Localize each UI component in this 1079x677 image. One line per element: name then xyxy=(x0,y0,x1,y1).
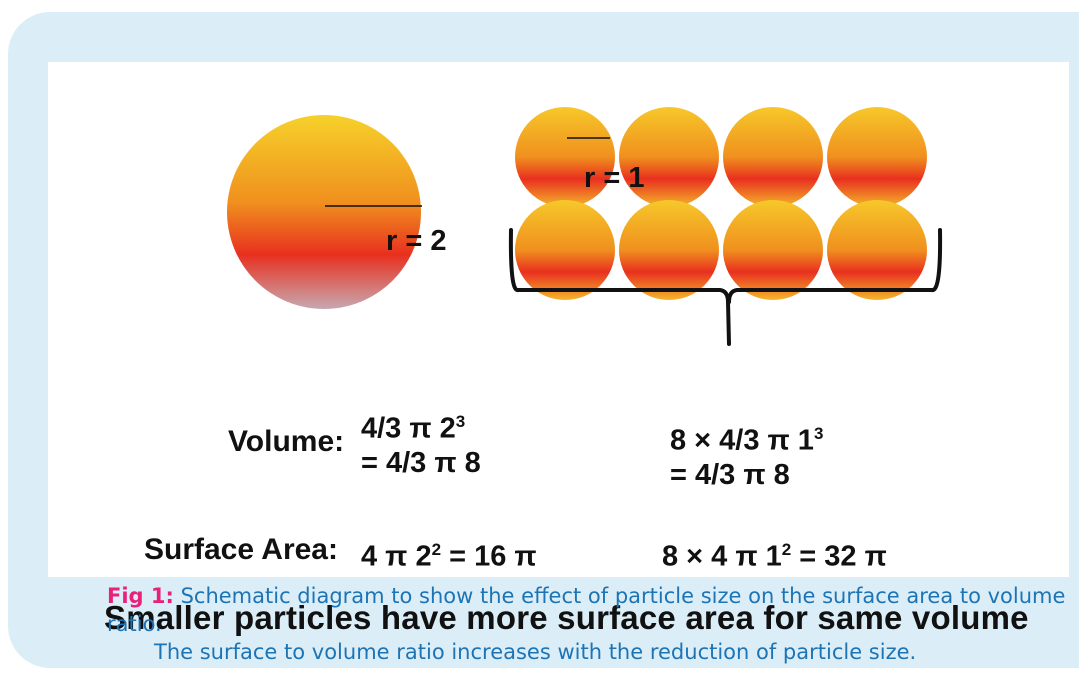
small-particle xyxy=(723,200,823,300)
small-particle xyxy=(619,107,719,207)
small-particle xyxy=(619,200,719,300)
large-volume-line1: 4/3 π 2 xyxy=(361,412,456,445)
small-particle xyxy=(827,107,927,207)
small-surface-pre: 8 × 4 π 1 xyxy=(662,540,782,573)
surface-area-label: Surface Area: xyxy=(144,533,338,566)
volume-label: Volume: xyxy=(228,425,345,458)
caption-line2: The surface to volume ratio increases wi… xyxy=(154,640,917,664)
caption-label: Fig 1: xyxy=(107,584,174,608)
small-particle xyxy=(827,200,927,300)
diagram: r = 2 r = 1 Volume: 4/3 π 23 = 4/3 π 8 8… xyxy=(48,62,1069,636)
figure-caption: Fig 1: Schematic diagram to show the eff… xyxy=(107,582,1067,666)
small-surface-post: = 32 π xyxy=(791,540,887,573)
small-volume-line1: 8 × 4/3 π 1 xyxy=(670,424,814,457)
small-volume-line2: = 4/3 π 8 xyxy=(670,458,790,491)
large-volume-formula: 4/3 π 23 = 4/3 π 8 xyxy=(361,405,481,480)
large-surface-formula: 4 π 22 = 16 π xyxy=(361,533,537,574)
large-surface-exponent: 2 xyxy=(431,540,442,559)
small-volume-formula: 8 × 4/3 π 13 = 4/3 π 8 xyxy=(670,417,823,492)
small-surface-exponent: 2 xyxy=(781,540,792,559)
large-surface-pre: 4 π 2 xyxy=(361,540,432,573)
grouping-brace xyxy=(508,228,943,346)
large-volume-line2: = 4/3 π 8 xyxy=(361,446,481,479)
small-radius-label: r = 1 xyxy=(584,162,645,194)
large-volume-exponent: 3 xyxy=(455,412,466,431)
conclusion-text: Smaller particles have more surface area… xyxy=(104,599,1029,636)
small-volume-exponent: 3 xyxy=(813,424,824,443)
large-surface-post: = 16 π xyxy=(441,540,537,573)
large-particle xyxy=(227,115,421,309)
small-surface-formula: 8 × 4 π 12 = 32 π xyxy=(662,533,887,574)
small-particle xyxy=(515,200,615,300)
small-particle xyxy=(723,107,823,207)
large-radius-label: r = 2 xyxy=(386,225,447,257)
caption-line1: Schematic diagram to show the effect of … xyxy=(107,584,1066,636)
particles-svg xyxy=(227,107,943,346)
small-particle xyxy=(515,107,615,207)
